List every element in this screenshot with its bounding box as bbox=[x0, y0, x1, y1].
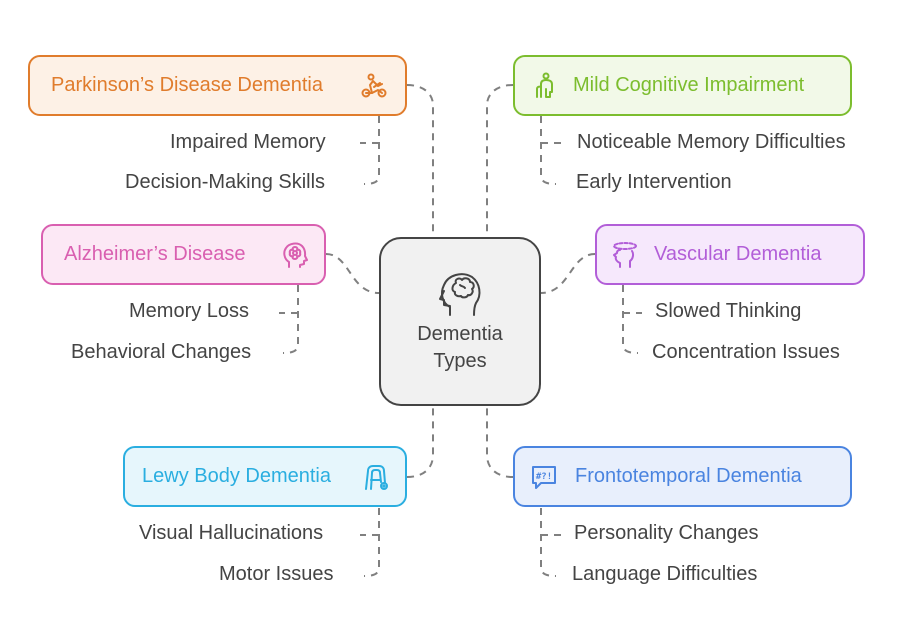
flower-head-icon bbox=[280, 240, 310, 270]
center-node[interactable]: Dementia Types bbox=[379, 237, 541, 406]
node-mci[interactable]: Mild Cognitive Impairment bbox=[513, 55, 852, 116]
vascular-item-1: Slowed Thinking bbox=[655, 300, 802, 322]
parkinsons-item-2: Decision-Making Skills bbox=[125, 171, 326, 193]
connector-vascular bbox=[540, 253, 596, 294]
alzheimers-item-2: Behavioral Changes bbox=[71, 341, 252, 363]
parkinsons-item-1: Impaired Memory bbox=[170, 131, 326, 153]
connector-frontotemporal bbox=[486, 406, 514, 478]
alzheimers-item-1: Memory Loss bbox=[129, 300, 250, 322]
lewy-item-1: Visual Hallucinations bbox=[139, 522, 324, 544]
connector-mci bbox=[486, 84, 514, 237]
speech-bubble-symbols-icon: #?! bbox=[529, 462, 559, 492]
connector-alzheimers bbox=[325, 253, 380, 294]
svg-text:#?!: #?! bbox=[536, 472, 552, 482]
node-vascular-label: Vascular Dementia bbox=[654, 243, 822, 265]
node-lewy-label: Lewy Body Dementia bbox=[142, 465, 331, 487]
vascular-item-2: Concentration Issues bbox=[652, 341, 840, 363]
walker-icon bbox=[361, 462, 391, 492]
cyclist-icon bbox=[359, 71, 389, 101]
node-frontotemporal[interactable]: #?! Frontotemporal Dementia bbox=[513, 446, 852, 507]
dizzy-head-icon bbox=[610, 240, 640, 270]
frontotemporal-item-1: Personality Changes bbox=[574, 522, 759, 544]
lewy-item-2: Motor Issues bbox=[219, 563, 334, 585]
center-title-line1: Dementia bbox=[417, 322, 503, 345]
elderly-person-cane-icon bbox=[531, 71, 561, 101]
connector-lewy bbox=[406, 406, 434, 478]
node-vascular[interactable]: Vascular Dementia bbox=[595, 224, 865, 285]
node-alzheimers-label: Alzheimer’s Disease bbox=[64, 243, 246, 265]
node-mci-label: Mild Cognitive Impairment bbox=[573, 74, 805, 96]
node-alzheimers[interactable]: Alzheimer’s Disease bbox=[41, 224, 326, 285]
mci-item-2: Early Intervention bbox=[576, 171, 732, 193]
connector-parkinsons bbox=[406, 84, 434, 237]
node-parkinsons[interactable]: Parkinson’s Disease Dementia bbox=[28, 55, 407, 116]
node-frontotemporal-label: Frontotemporal Dementia bbox=[575, 465, 802, 487]
brain-head-icon bbox=[439, 272, 481, 316]
frontotemporal-item-2: Language Difficulties bbox=[572, 563, 758, 585]
node-lewy[interactable]: Lewy Body Dementia bbox=[123, 446, 407, 507]
node-parkinsons-label: Parkinson’s Disease Dementia bbox=[51, 74, 323, 96]
mci-item-1: Noticeable Memory Difficulties bbox=[577, 131, 846, 153]
center-title-line2: Types bbox=[433, 349, 487, 372]
